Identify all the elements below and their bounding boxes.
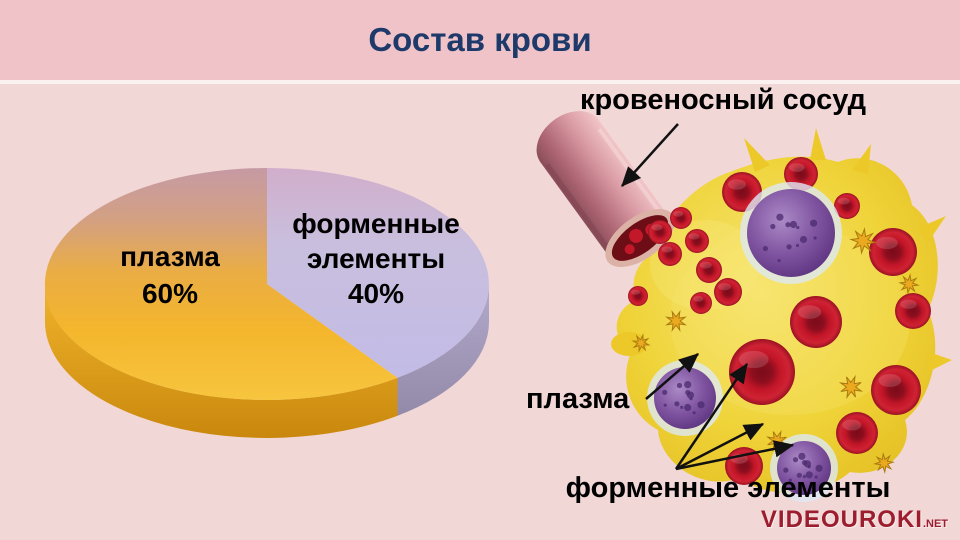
red-blood-cell: [685, 229, 709, 253]
platelet: [838, 374, 864, 400]
rbc-in-vessel: [629, 228, 644, 243]
formed-label-line1: форменные: [292, 208, 460, 239]
pie-slice-plasma: [44, 167, 398, 400]
plasma-spike: [852, 144, 871, 174]
annotation-arrows: [621, 123, 795, 471]
red-blood-cell: [690, 292, 712, 314]
white-blood-cell: [740, 182, 842, 284]
red-blood-cell: [790, 296, 842, 348]
plasma-label-text: плазма: [120, 241, 220, 272]
formed-arrow-2: [675, 422, 765, 471]
plasma-spike: [918, 216, 946, 244]
formed-label-line2: элементы: [306, 243, 446, 274]
red-blood-cell: [696, 257, 722, 283]
title-bar: Состав крови: [0, 0, 960, 84]
blood-illustration: [536, 111, 952, 502]
red-blood-cell: [658, 242, 682, 266]
pie-label-plasma: плазма 60%: [90, 238, 250, 312]
pie-chart: [44, 167, 489, 438]
formed-arrow-3: [675, 440, 795, 471]
red-blood-cell: [836, 412, 878, 454]
blood-cells: [628, 157, 931, 502]
slide-title: Состав крови: [368, 21, 592, 58]
logo-text: VIDEOUROKI: [760, 506, 923, 533]
plasma-spike: [810, 128, 826, 160]
red-blood-cell: [670, 207, 692, 229]
platelet: [898, 273, 920, 295]
formed-elements-label: форменные элементы: [565, 472, 891, 504]
formed-percent: 40%: [347, 278, 405, 309]
platelet: [849, 227, 877, 255]
red-blood-cell: [714, 278, 742, 306]
plasma-percent: 60%: [141, 278, 199, 309]
plasma-spike: [928, 352, 952, 372]
plasma-annotation-label: плазма: [526, 383, 630, 415]
pie-slice-formed: [267, 168, 489, 378]
platelet: [665, 310, 687, 332]
plasma-spike: [744, 138, 770, 172]
pie-label-formed: форменные элементы 40%: [282, 206, 470, 311]
platelet: [631, 333, 651, 353]
plasma-arrow: [645, 353, 699, 400]
vessel-label: кровеносный сосуд: [579, 84, 867, 116]
red-blood-cell: [648, 220, 672, 244]
formed-arrow-1: [674, 362, 749, 470]
red-blood-cell: [729, 339, 795, 405]
red-blood-cell: [895, 293, 931, 329]
red-blood-cell: [628, 286, 648, 306]
white-blood-cell: [647, 360, 723, 436]
platelet: [873, 452, 895, 474]
vessel-shade: [545, 163, 617, 259]
red-blood-cell: [834, 193, 860, 219]
vessel-arrow: [621, 123, 679, 187]
videouroki-logo: VIDEOUROKI.NET: [761, 506, 948, 534]
pie-side-formed: [397, 284, 489, 416]
rbc-in-vessel: [624, 244, 635, 255]
red-blood-cell: [871, 365, 921, 415]
red-blood-cell: [869, 228, 917, 276]
pie-side-plasma: [45, 284, 398, 438]
logo-suffix: .NET: [922, 518, 948, 530]
